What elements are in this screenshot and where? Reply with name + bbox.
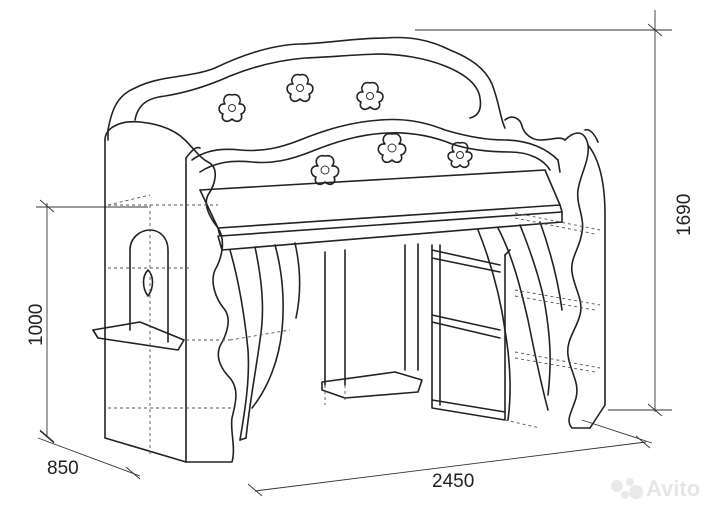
right-curtain [477,221,563,421]
flower-icon [356,81,384,110]
flower-icons-rail [310,132,473,185]
right-end-panel [504,116,606,429]
flower-icon [447,141,473,169]
dimension-depth-lines [37,430,141,480]
height-total-label: 1690 [674,194,695,236]
flower-icons-top-row [218,73,384,122]
dimension-height-total-lines [415,10,672,417]
headboard [107,36,506,141]
height-bed-label: 1000 [26,304,47,346]
flower-icon [377,132,407,163]
avito-dots-icon [611,478,643,499]
dimension-height-bed-lines [36,199,148,443]
avito-watermark-text: Avito [646,476,700,501]
dimension-width-lines [247,419,653,497]
left-curtain [229,242,301,441]
left-end-panel [92,120,237,463]
depth-label: 850 [47,458,79,479]
flower-icon [286,73,314,102]
flower-icon [218,93,246,122]
shelving-unit [431,244,511,421]
flower-icon [310,154,340,185]
pull-out-desk [321,243,423,399]
width-label: 2450 [432,471,474,492]
hidden-construction-lines [107,194,601,455]
bed-platform [199,169,563,251]
